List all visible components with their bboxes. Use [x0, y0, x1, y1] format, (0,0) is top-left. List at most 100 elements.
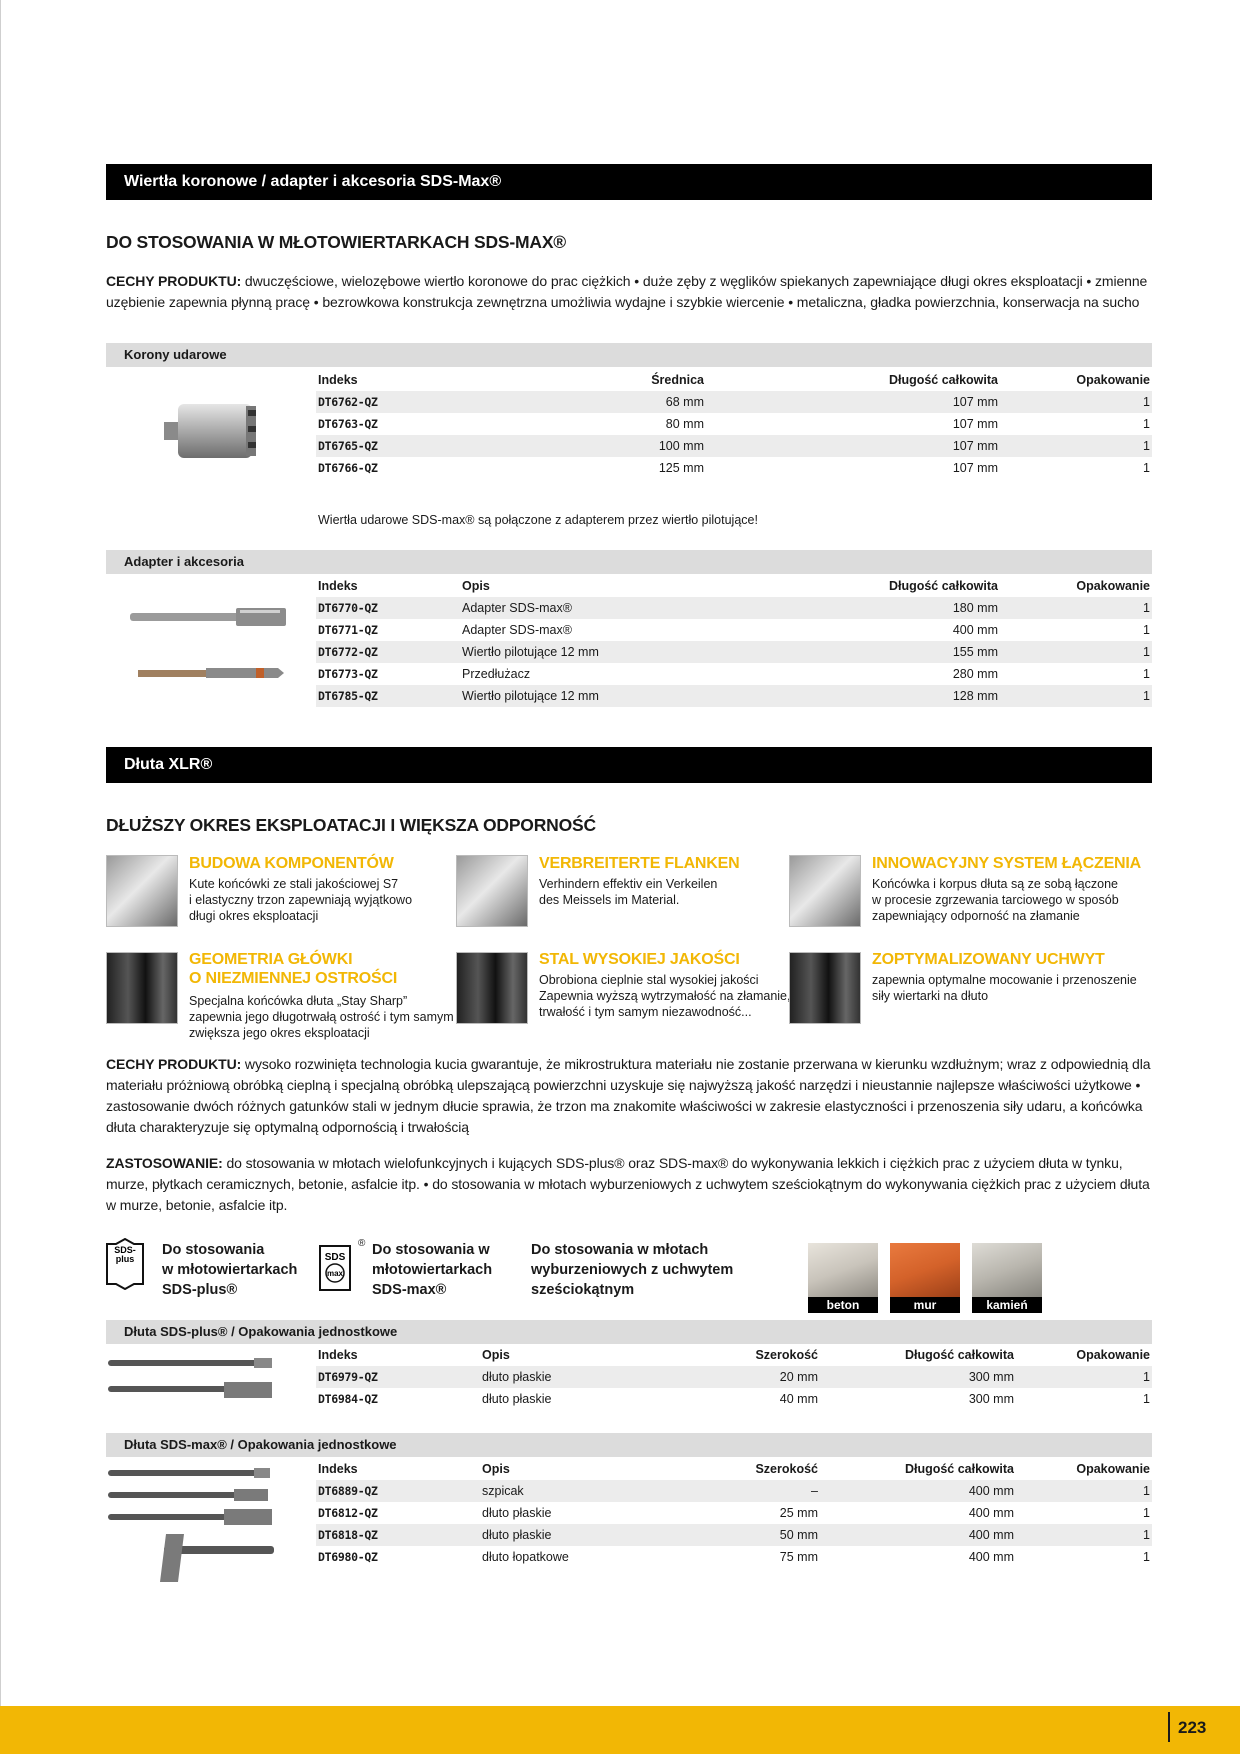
row-width: 20 mm: [686, 1366, 820, 1388]
feature-title: BUDOWA KOMPONENTÓW: [189, 855, 394, 872]
row-index: DT6812-QZ: [318, 1506, 378, 1520]
col-header: Szerokość: [755, 1348, 818, 1362]
feature-text-line: Specjalna końcówka dłuta „Stay Sharp”: [189, 994, 408, 1008]
usage-text-line: Do stosowania: [162, 1242, 265, 1258]
col-header: Opis: [462, 579, 490, 593]
feature-image-tip-geometry: [106, 952, 178, 1024]
row-desc: dłuto płaskie: [480, 1366, 686, 1388]
material-label: beton: [808, 1297, 878, 1313]
usage-sds-plus-text: Do stosowania w młotowiertarkach SDS-plu…: [162, 1240, 297, 1300]
row-length: 400 mm: [968, 1550, 1014, 1564]
usage-text-line: młotowiertarkach: [372, 1262, 493, 1278]
row-desc: Adapter SDS-max®: [460, 597, 706, 619]
feature-text-line: zapewnia jego długotrwałą ostrość i tym …: [189, 1010, 454, 1024]
table-header-row: Indeks Opis Szerokość Długość całkowita …: [316, 1344, 1152, 1366]
row-pack: 1: [1143, 417, 1150, 431]
feature-image-flanks: [456, 855, 528, 927]
material-label: mur: [890, 1297, 960, 1313]
sds-max-chisel-image: [108, 1468, 274, 1582]
usage-text-line: wyburzeniowych z uchwytem: [531, 1262, 734, 1278]
sds-max-subheader: Dłuta SDS-max® / Opakowania jednostkowe: [106, 1433, 1152, 1457]
usage-text-line: SDS-max®: [372, 1282, 447, 1298]
row-desc: Wiertło pilotujące 12 mm: [460, 685, 706, 707]
usage-text-line: SDS-plus®: [162, 1282, 238, 1298]
table-row: DT6980-QZ dłuto łopatkowe 75 mm 400 mm 1: [316, 1546, 1152, 1568]
col-header: Opakowanie: [1076, 579, 1150, 593]
table-row: DT6818-QZ dłuto płaskie 50 mm 400 mm 1: [316, 1524, 1152, 1546]
feature-text-line: i elastyczny trzon zapewniają wyjątkowo: [189, 893, 413, 907]
table-header-row: Indeks Średnica Długość całkowita Opakow…: [316, 369, 1152, 391]
usage-text-line: Do stosowania w: [372, 1242, 490, 1258]
material-label: kamień: [972, 1297, 1042, 1313]
feature-text-line: Verhindern effektiv ein Verkeilen: [539, 877, 718, 891]
feature-title-line: GEOMETRIA GŁÓWKI: [189, 951, 353, 968]
col-header: Indeks: [318, 1348, 358, 1362]
section-title-xlr-chisels: Dłuta XLR®: [106, 747, 1152, 783]
section-title-core-bits: Wiertła koronowe / adapter i akcesoria S…: [106, 164, 1152, 200]
footer-separator: [1168, 1712, 1170, 1742]
adapter-image: [130, 608, 286, 678]
material-swatch: [972, 1243, 1042, 1297]
row-pack: 1: [1016, 1366, 1152, 1388]
feature-text-line: Obrobiona cieplnie stal wysokiej jakości: [539, 973, 759, 987]
row-index: DT6980-QZ: [318, 1550, 378, 1564]
application-label: ZASTOSOWANIE:: [106, 1155, 223, 1171]
feature-text: Specjalna końcówka dłuta „Stay Sharp” za…: [189, 993, 454, 1041]
product-features-paragraph-2: CECHY PRODUKTU: wysoko rozwinięta techno…: [106, 1054, 1152, 1138]
material-brick: mur: [890, 1243, 960, 1313]
table-row: DT6770-QZ Adapter SDS-max® 180 mm 1: [316, 597, 1152, 619]
row-pack: 1: [1143, 1550, 1150, 1564]
col-header: Opakowanie: [1076, 1462, 1150, 1476]
adapter-table: Indeks Opis Długość całkowita Opakowanie…: [316, 575, 1152, 707]
feature-image-components: [106, 855, 178, 927]
row-index: DT6762-QZ: [316, 391, 416, 413]
features-text: wysoko rozwinięta technologia kucia gwar…: [106, 1056, 1151, 1135]
col-header: Opakowanie: [1076, 373, 1150, 387]
row-length: 107 mm: [706, 435, 1000, 457]
page-edge: [0, 0, 1, 1754]
row-width: 25 mm: [779, 1506, 818, 1520]
product-features-paragraph: CECHY PRODUKTU: dwuczęściowe, wielozębow…: [106, 271, 1152, 313]
row-desc: Przedłużacz: [462, 667, 531, 681]
sds-plus-icon-text: plus: [116, 1254, 135, 1264]
feature-text: Obrobiona cieplnie stal wysokiej jakości…: [539, 972, 790, 1020]
feature-text-line: siły wiertarki na dłuto: [872, 989, 989, 1003]
features-label: CECHY PRODUKTU:: [106, 1056, 242, 1072]
row-diameter: 100 mm: [416, 435, 706, 457]
page-number: 223: [1178, 1718, 1207, 1737]
feature-text: Końcówka i korpus dłuta są ze sobą łączo…: [872, 876, 1119, 924]
row-pack: 1: [1000, 641, 1152, 663]
row-length: 400 mm: [820, 1524, 1016, 1546]
feature-title: INNOWACYJNY SYSTEM ŁĄCZENIA: [872, 855, 1141, 872]
col-header: Szerokość: [755, 1462, 818, 1476]
row-index: DT6984-QZ: [318, 1392, 378, 1406]
row-length: 280 mm: [952, 667, 998, 681]
row-width: –: [686, 1480, 820, 1502]
table-row: DT6979-QZ dłuto płaskie 20 mm 300 mm 1: [316, 1366, 1152, 1388]
row-index: DT6785-QZ: [316, 685, 460, 707]
col-header: Indeks: [318, 579, 358, 593]
feature-text: zapewnia optymalne mocowanie i przenosze…: [872, 972, 1137, 1004]
sds-plus-chisel-image: [108, 1358, 272, 1398]
row-pack: 1: [1000, 597, 1152, 619]
usage-text-line: Do stosowania w młotach: [531, 1242, 709, 1258]
footer-bar: [0, 1706, 1240, 1754]
col-header: Średnica: [651, 373, 704, 387]
row-length: 400 mm: [820, 1480, 1016, 1502]
row-index: DT6979-QZ: [316, 1366, 480, 1388]
row-index: DT6772-QZ: [316, 641, 460, 663]
row-index: DT6818-QZ: [316, 1524, 480, 1546]
row-width: 75 mm: [779, 1550, 818, 1564]
usage-text-line: sześciokątnym: [531, 1282, 635, 1298]
material-swatch: [808, 1243, 878, 1297]
feature-text-line: Zapewnia wyższą wytrzymałość na złamanie…: [539, 989, 791, 1003]
feature-text-line: długi okres eksploatacji: [189, 909, 319, 923]
usage-hex-shank-text: Do stosowania w młotach wyburzeniowych z…: [531, 1240, 733, 1300]
feature-title: ZOPTYMALIZOWANY UCHWYT: [872, 951, 1105, 968]
pilot-drill-note: Wiertła udarowe SDS-max® są połączone z …: [318, 513, 758, 527]
section-heading-sds-max: DO STOSOWANIA W MŁOTOWIERTARKACH SDS-MAX…: [106, 232, 567, 252]
core-bit-image: [164, 404, 256, 458]
row-desc: szpicak: [480, 1480, 686, 1502]
row-desc: Adapter SDS-max®: [462, 623, 572, 637]
row-index: DT6770-QZ: [316, 597, 460, 619]
